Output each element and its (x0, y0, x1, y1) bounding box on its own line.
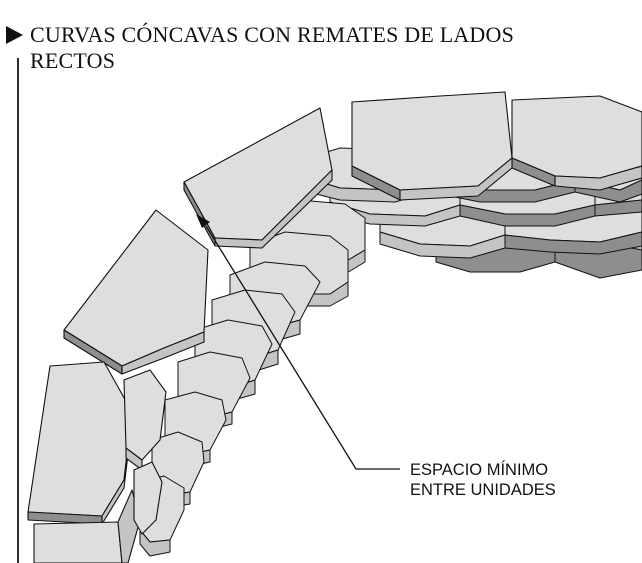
figure-title-line-2: RECTOS (30, 48, 116, 73)
callout-label-line-1: ESPACIO MÍNIMO (410, 461, 549, 479)
figure-title: CURVAS CÓNCAVAS CON REMATES DE LADOS REC… (30, 22, 630, 74)
title-marker-icon (6, 26, 23, 44)
callout-leader (196, 214, 400, 470)
figure-title-line-1: CURVAS CÓNCAVAS CON REMATES DE LADOS (30, 22, 515, 47)
callout-arrowhead (196, 214, 210, 228)
callout-label: ESPACIO MÍNIMO ENTRE UNIDADES (410, 460, 556, 500)
callout-label-line-2: ENTRE UNIDADES (410, 481, 556, 499)
paver-front-row (27, 91, 642, 563)
